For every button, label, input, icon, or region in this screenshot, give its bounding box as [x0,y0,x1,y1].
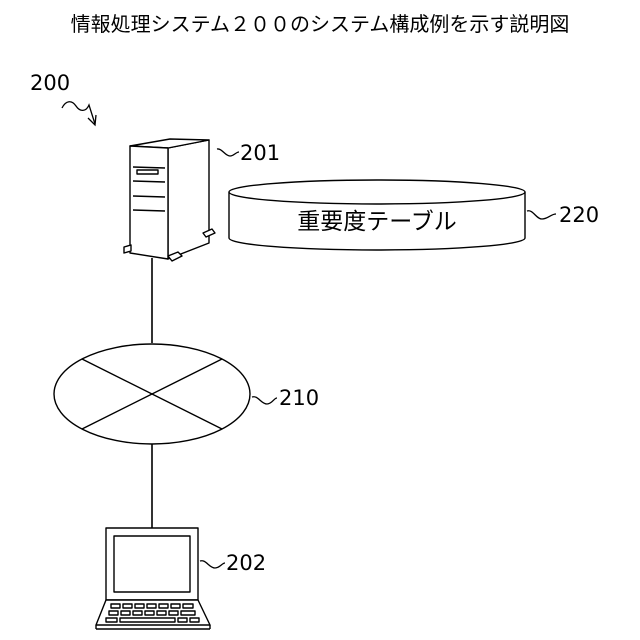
system-ref-arrow [62,102,96,125]
terminal-ref-leader [200,561,225,568]
figure-title: 情報処理システム２００のシステム構成例を示す説明図 [71,12,570,36]
database-ref-label: 220 [559,203,599,227]
network-ref-label: 210 [279,386,319,410]
network-ref-leader [252,397,277,404]
server-tower-icon [124,139,215,261]
server-ref-leader [217,149,239,156]
database-label: 重要度テーブル [297,209,457,235]
terminal-ref-label: 202 [226,551,266,575]
system-ref-label: 200 [30,71,70,95]
server-ref-label: 201 [240,141,280,165]
network-cloud-icon [54,344,250,444]
laptop-icon [96,528,210,629]
database-ref-leader [527,211,556,219]
